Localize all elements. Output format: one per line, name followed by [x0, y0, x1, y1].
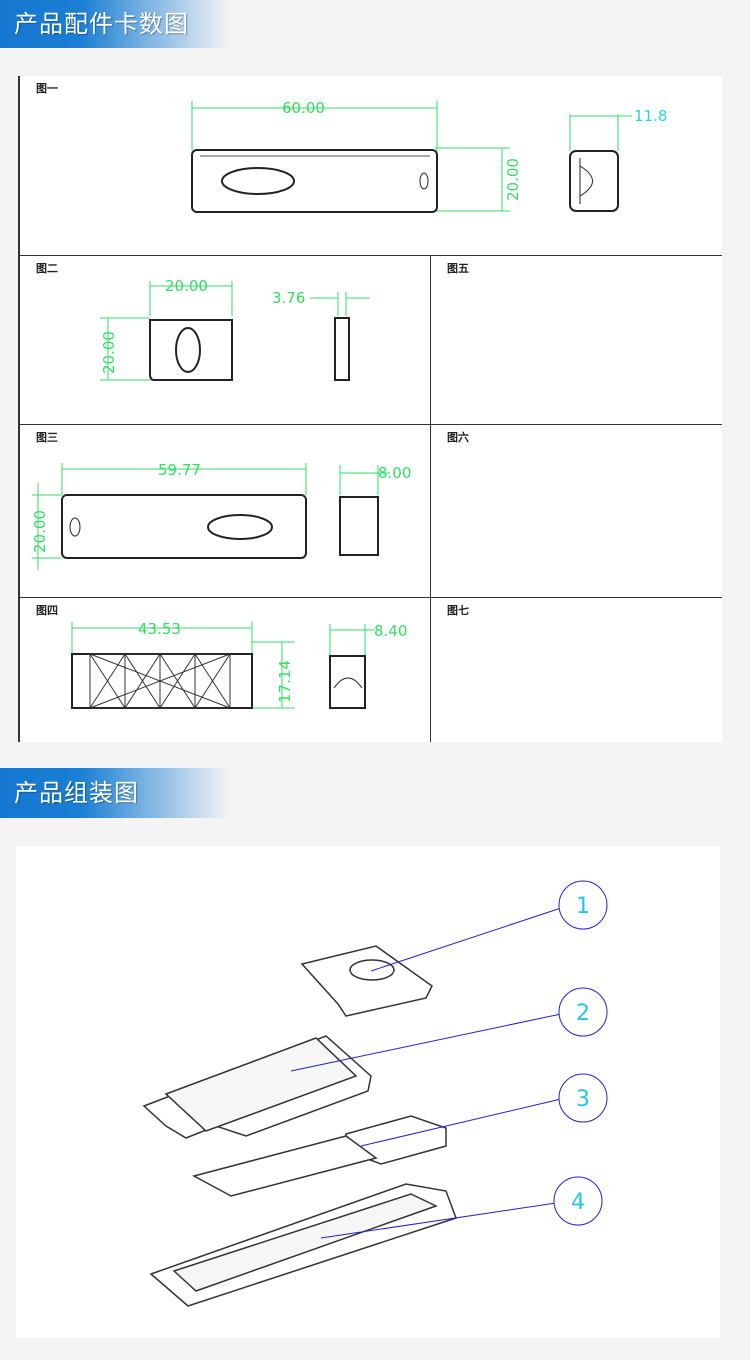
dim-width: 11.8	[634, 107, 667, 125]
figure-label: 图五	[447, 262, 469, 275]
figure-5: 图五	[431, 256, 722, 425]
dim-length: 43.53	[138, 620, 181, 638]
exploded-assembly-drawing: 1 2 3 4	[142, 880, 608, 1307]
dim-height: 20.00	[31, 510, 49, 553]
dim-width: 20.00	[165, 277, 208, 295]
figure-2-drawing: 20.00 20.00 3.76	[100, 277, 370, 381]
callout-1: 1	[576, 894, 590, 919]
figure-3-drawing: 59.77 20.00 8.00	[31, 461, 411, 570]
spec-drawing-panel: 图一 60.00 20.00 11.8 图二 20.00 20.00 3.76 …	[18, 76, 722, 742]
section-header-assembly: 产品组装图	[0, 768, 230, 818]
dim-thickness: 3.76	[272, 289, 305, 307]
figure-label: 图三	[36, 431, 58, 444]
dim-height: 20.00	[100, 331, 118, 374]
figure-label: 图七	[447, 604, 469, 617]
figure-1-drawing: 60.00 20.00 11.8	[191, 99, 667, 213]
dim-thickness: 8.00	[378, 464, 411, 482]
section-header-specs: 产品配件卡数图	[0, 0, 230, 48]
figure-1: 图一 60.00 20.00 11.8	[20, 76, 722, 256]
figure-label: 图六	[447, 431, 469, 444]
dim-height: 20.00	[504, 158, 522, 201]
figure-4-drawing: 43.53 17.14 8.40	[71, 620, 407, 709]
figure-2: 图二 20.00 20.00 3.76	[20, 256, 431, 425]
figure-6: 图六	[431, 425, 722, 598]
dim-length: 60.00	[282, 99, 325, 117]
figure-label: 图一	[36, 82, 58, 95]
callout-2: 2	[576, 1001, 590, 1026]
figure-7: 图七	[431, 598, 722, 742]
figure-label: 图二	[36, 262, 58, 275]
assembly-drawing-panel: 1 2 3 4	[16, 846, 720, 1338]
callout-3: 3	[576, 1087, 590, 1112]
dim-length: 59.77	[158, 461, 201, 479]
figure-4: 图四 43.53 17.14 8.40	[20, 598, 431, 742]
dim-thickness: 8.40	[374, 622, 407, 640]
figure-label: 图四	[36, 604, 58, 617]
callouts	[553, 880, 608, 1226]
figure-3: 图三 59.77 20.00 8.00	[20, 425, 431, 598]
dim-height: 17.14	[276, 660, 294, 703]
callout-4: 4	[571, 1190, 585, 1215]
